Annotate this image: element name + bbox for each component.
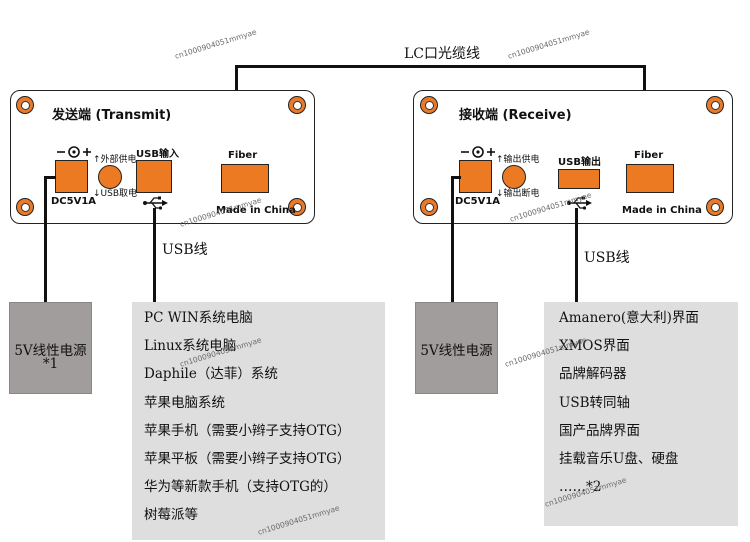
usb-output-label: USB输出 — [558, 157, 601, 168]
list-item: Linux系统电脑 — [144, 338, 237, 355]
dc-polarity-icon — [57, 146, 91, 158]
usb-trident-icon — [143, 196, 168, 210]
right-usb-cable-label: USB线 — [584, 250, 630, 266]
arrow-up-icon: ↑ — [496, 155, 504, 165]
left-usb-cable-label: USB线 — [162, 242, 208, 258]
screw-icon — [706, 96, 724, 114]
left-power-cable — [44, 176, 47, 302]
source-device-list-box — [132, 302, 385, 540]
list-item: Daphile（达菲）系统 — [144, 366, 278, 383]
right-power-supply-label: 5V线性电源 — [420, 343, 493, 359]
right-usb-cable — [575, 208, 578, 302]
list-item: XMOS界面 — [559, 338, 630, 355]
screw-icon — [420, 198, 438, 216]
destination-device-list: Amanero(意大利)界面 XMOS界面 品牌解码器 USB转同轴 国产品牌界… — [559, 304, 699, 501]
receive-title: 接收端 (Receive) — [459, 108, 572, 123]
left-usb-cable — [153, 208, 156, 302]
screw-icon — [288, 198, 306, 216]
watermark-text: cn1000904051mmyae — [173, 27, 258, 61]
list-item: 树莓派等 — [144, 507, 198, 524]
list-item: USB转同轴 — [559, 394, 631, 411]
external-power-label-row: ↑外部供电 — [93, 155, 137, 165]
usb-power-label-row: ↓USB取电 — [93, 189, 138, 199]
output-cut-label-row: ↓输出断电 — [496, 189, 540, 199]
source-device-list: PC WIN系统电脑 Linux系统电脑 Daphile（达菲）系统 苹果电脑系… — [144, 304, 350, 530]
screw-icon — [16, 96, 34, 114]
dc-power-port[interactable] — [55, 160, 88, 193]
watermark-text: cn1000904051mmyae — [506, 27, 591, 61]
list-item: 苹果电脑系统 — [144, 394, 225, 411]
left-power-supply-box — [9, 302, 92, 394]
list-item: 国产品牌界面 — [559, 422, 640, 439]
dc-label: DC5V1A — [455, 196, 501, 207]
output-power-label-row: ↑输出供电 — [496, 155, 540, 165]
screw-icon — [288, 96, 306, 114]
transmit-fiber-label: Fiber — [228, 150, 258, 161]
destination-device-list-box — [544, 302, 738, 526]
right-power-cable-stub — [451, 176, 461, 179]
dc-label: DC5V1A — [51, 196, 97, 207]
fiber-cable-label: LC口光缆线 — [404, 46, 481, 62]
power-select-button[interactable] — [98, 165, 122, 189]
receive-fiber-label: Fiber — [634, 150, 664, 161]
usb-output-port[interactable] — [558, 169, 600, 189]
arrow-down-icon: ↓ — [93, 189, 101, 199]
output-power-button[interactable] — [502, 165, 526, 189]
transmit-fiber-port[interactable] — [221, 164, 269, 193]
left-power-supply-label: 5V线性电源 — [14, 343, 87, 359]
list-item: 苹果平板（需要小辫子支持OTG） — [144, 450, 351, 467]
transmit-made-in: Made in China — [216, 205, 296, 216]
usb-input-port[interactable] — [136, 160, 172, 193]
left-power-cable-stub — [44, 176, 56, 179]
dc-power-port[interactable] — [459, 160, 492, 193]
right-power-supply-box — [415, 302, 498, 394]
list-item: 品牌解码器 — [559, 366, 627, 383]
list-item: 华为等新款手机（支持OTG的） — [144, 479, 337, 496]
arrow-down-icon: ↓ — [496, 189, 504, 199]
list-item: 挂载音乐U盘、硬盘 — [559, 450, 679, 467]
transmit-title: 发送端 (Transmit) — [52, 108, 172, 123]
screw-icon — [420, 96, 438, 114]
receive-fiber-port[interactable] — [626, 164, 674, 193]
right-power-cable — [451, 176, 454, 302]
list-item: 苹果手机（需要小辫子支持OTG） — [144, 422, 351, 439]
dc-polarity-icon — [461, 146, 495, 158]
usb-trident-icon — [567, 196, 592, 210]
arrow-up-icon: ↑ — [93, 155, 101, 165]
screw-icon — [706, 198, 724, 216]
fiber-cable-top — [235, 65, 646, 68]
screw-icon — [16, 198, 34, 216]
list-item: ……*2 — [559, 479, 602, 496]
list-item: Amanero(意大利)界面 — [559, 310, 699, 326]
left-power-supply-note: *1 — [42, 356, 59, 372]
list-item: PC WIN系统电脑 — [144, 310, 253, 326]
receive-panel — [413, 90, 733, 224]
usb-input-label: USB输入 — [136, 149, 179, 160]
receive-made-in: Made in China — [622, 205, 702, 216]
